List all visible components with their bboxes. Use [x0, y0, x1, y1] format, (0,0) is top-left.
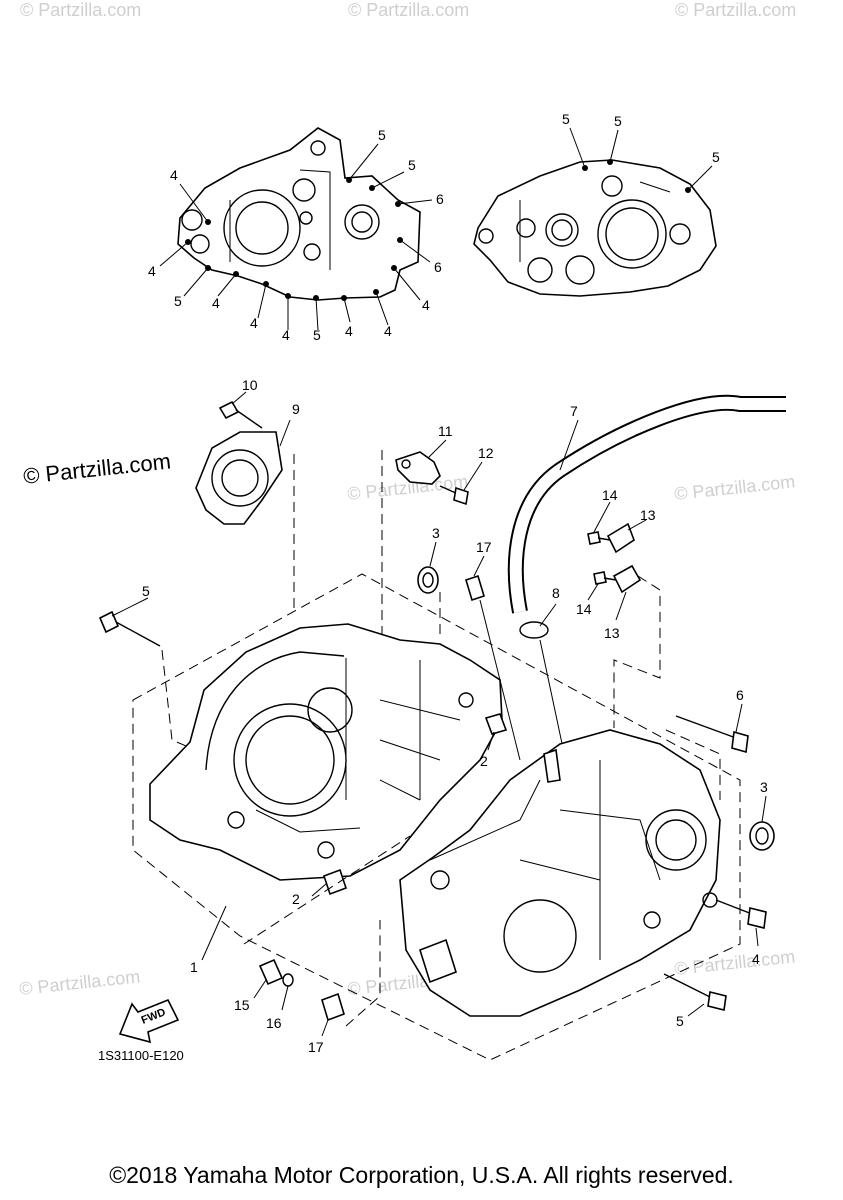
crankcase-right-half — [399, 729, 721, 1017]
part-15-16-17: 15 16 17 — [234, 835, 411, 1055]
callout: 3 — [760, 779, 768, 795]
callout: 6 — [434, 259, 442, 275]
part-9-seal-plate: 9 — [195, 401, 300, 612]
callout: 11 — [438, 423, 453, 439]
callout: 5 — [174, 293, 182, 309]
part-13-14-plates: 14 13 14 13 — [576, 487, 661, 728]
part-12-bolt: 12 — [439, 445, 494, 506]
watermark: © Partzilla.com — [673, 946, 796, 979]
callout: 4 — [212, 295, 220, 311]
callout: 12 — [478, 445, 494, 461]
part-7-breather-hose: 7 — [507, 394, 786, 614]
callout: 6 — [436, 191, 444, 207]
callout: 4 — [282, 327, 290, 343]
part-17-dowel: 17 — [465, 539, 521, 761]
callout: 5 — [676, 1013, 684, 1029]
callout: 5 — [614, 113, 622, 129]
callout: 14 — [576, 601, 592, 617]
callout: 4 — [422, 297, 430, 313]
callout: 8 — [552, 585, 560, 601]
callout: 9 — [292, 401, 300, 417]
part-5-bolt: 5 — [98, 583, 201, 753]
callout: 16 — [266, 1015, 282, 1031]
callout: 4 — [384, 323, 392, 339]
callout: 15 — [234, 997, 250, 1013]
callout: 4 — [345, 323, 353, 339]
part-10-bolt: 10 — [218, 377, 263, 429]
callout: 2 — [292, 891, 300, 907]
callout: 5 — [562, 111, 570, 127]
callout: 4 — [170, 167, 178, 183]
part-3-oil-seal: 3 — [417, 525, 441, 640]
callout: 5 — [408, 157, 416, 173]
crankcase-gasket-right: 5 5 5 — [473, 111, 720, 297]
fwd-arrow-icon: FWD — [118, 998, 180, 1044]
watermark: © Partzilla.com — [675, 0, 796, 20]
crankcase-gasket-left: 5 5 6 6 4 4 4 5 4 4 4 5 4 4 — [148, 127, 444, 343]
callout: 13 — [640, 507, 656, 523]
callout: 5 — [142, 583, 150, 599]
leader-lines — [159, 143, 433, 331]
callout: 13 — [604, 625, 620, 641]
part-4-bolt: 4 — [715, 899, 767, 967]
diagram-reference: 1S31100-E120 — [98, 1048, 184, 1063]
watermark: © Partzilla.com — [673, 471, 796, 504]
callout-crankcase-assy: 1 — [190, 905, 227, 975]
watermark: © Partzilla.com — [18, 966, 141, 999]
callout: 4 — [148, 263, 156, 279]
callout: 7 — [570, 403, 578, 419]
crankcase-left-half — [149, 623, 503, 881]
watermark: © Partzilla.com — [348, 0, 469, 20]
assembly-envelope — [132, 573, 741, 1061]
callout: 5 — [313, 327, 321, 343]
callout: 4 — [250, 315, 258, 331]
part-5-bolt: 5 — [663, 973, 727, 1029]
callout: 2 — [480, 753, 488, 769]
callout: 10 — [242, 377, 258, 393]
callout: 1 — [190, 959, 198, 975]
part-3-oil-seal: 3 — [749, 779, 775, 851]
callout: 5 — [712, 149, 720, 165]
callout: 17 — [308, 1039, 324, 1055]
watermark: © Partzilla.com — [20, 0, 141, 20]
callout: 17 — [476, 539, 492, 555]
copyright-notice: ©2018 Yamaha Motor Corporation, U.S.A. A… — [109, 1162, 734, 1188]
callout: 3 — [432, 525, 440, 541]
callout: 5 — [378, 127, 386, 143]
callout: 4 — [752, 951, 760, 967]
callout: 6 — [736, 687, 744, 703]
callout: 14 — [602, 487, 618, 503]
part-6-bolt: 6 — [665, 687, 749, 800]
